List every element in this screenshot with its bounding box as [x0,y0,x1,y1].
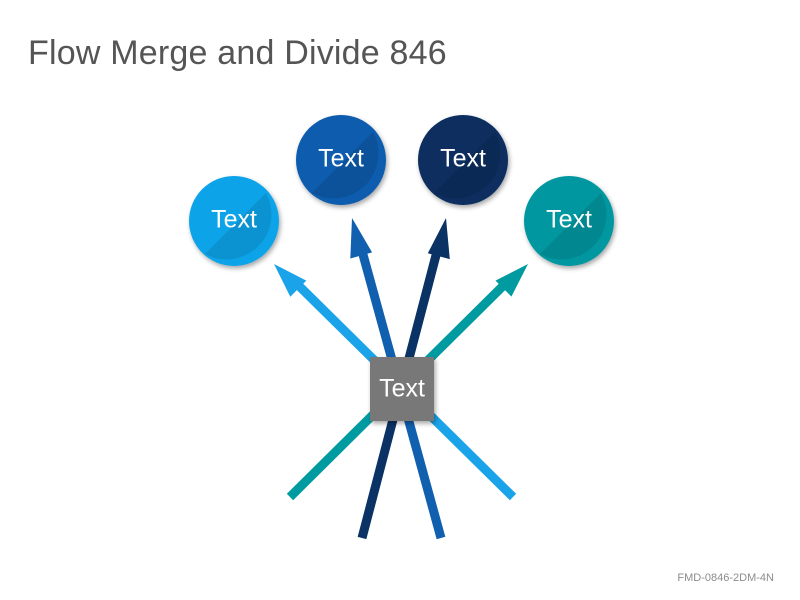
node-2-circle [296,115,386,205]
node-4: Text [524,176,614,266]
node-1: Text [189,176,279,266]
center-node: Text [370,357,434,421]
node-4-circle [524,176,614,266]
node-3-label: Text [440,145,486,173]
page-title: Flow Merge and Divide 846 [28,34,447,72]
center-node-label: Text [379,375,425,403]
node-1-label: Text [211,206,257,234]
node-3: Text [418,115,508,205]
node-2: Text [296,115,386,205]
footer-code: FMD-0846-2DM-4N [677,572,774,584]
node-1-circle [189,176,279,266]
center-node-box [370,357,434,421]
node-3-circle [418,115,508,205]
node-2-label: Text [318,145,364,173]
node-4-label: Text [546,206,592,234]
